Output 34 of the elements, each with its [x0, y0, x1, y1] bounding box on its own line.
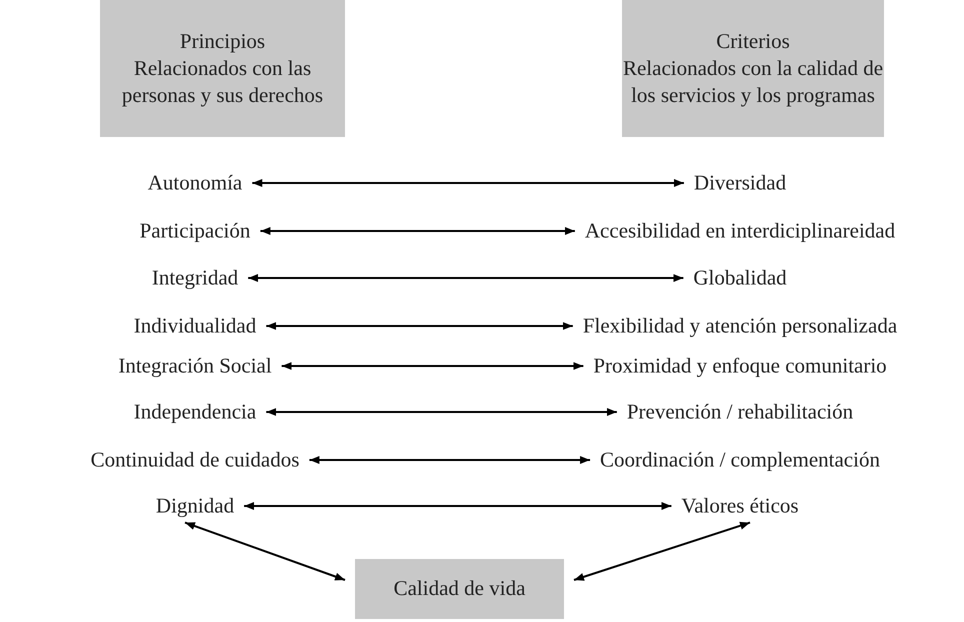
criterion-label: Accesibilidad en interdiciplinareidad [584, 218, 896, 244]
criterion-label: Prevención / rehabilitación [626, 399, 854, 425]
result-box [355, 559, 564, 619]
criterion-label: Flexibilidad y atención personalizada [582, 313, 898, 339]
criterion-label: Valores éticos [681, 493, 799, 519]
box-text: Relacionados con la calidad de los servicios y los programas [622, 54, 884, 110]
principle-label: Integración Social [118, 353, 272, 379]
principle-label: Individualidad [134, 313, 256, 339]
criterion-label: Coordinación / complementación [600, 447, 880, 473]
double-arrow [244, 502, 672, 510]
double-arrow [574, 522, 750, 581]
principle-label: Integridad [152, 265, 238, 291]
double-arrow [184, 522, 346, 581]
box-heading: Criterios [715, 28, 791, 55]
criterion-label: Proximidad y enfoque comunitario [593, 353, 887, 379]
header-box [622, 0, 884, 137]
double-arrow [282, 362, 584, 370]
principle-label: Participación [140, 218, 250, 244]
box-text: Calidad de vida [392, 575, 526, 602]
criterion-label: Globalidad [693, 265, 787, 291]
box-heading: Principios [178, 28, 266, 55]
header-box [100, 0, 345, 137]
criterion-label: Diversidad [694, 170, 786, 196]
double-arrow [266, 408, 617, 416]
principle-label: Independencia [134, 399, 256, 425]
double-arrow [309, 456, 590, 464]
double-arrow [266, 322, 573, 330]
double-arrow [252, 179, 684, 187]
principle-label: Continuidad de cuidados [90, 447, 300, 473]
principle-label: Autonomía [148, 170, 242, 196]
box-text: Relacionados con las personas y sus derechos [120, 54, 324, 110]
principle-label: Dignidad [156, 493, 234, 519]
double-arrow [260, 227, 575, 235]
double-arrow [248, 274, 684, 282]
